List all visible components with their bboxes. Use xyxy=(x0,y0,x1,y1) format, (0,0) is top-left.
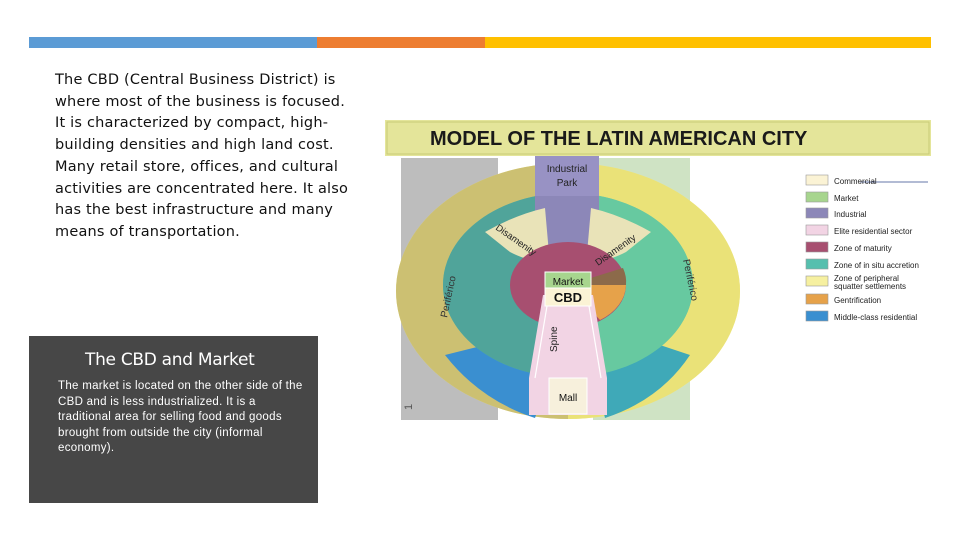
legend-swatch xyxy=(805,224,829,236)
title-banner xyxy=(385,120,931,156)
cbd-label: CBD xyxy=(554,290,582,305)
legend-label: Elite residential sector xyxy=(834,227,913,236)
legend-label: Zone of in situ accretion xyxy=(834,261,919,270)
legend-swatch xyxy=(805,174,829,186)
legend-swatch xyxy=(805,293,829,305)
industrial-park-label-2: Park xyxy=(557,178,579,189)
legend-swatch xyxy=(805,207,829,219)
mall-box xyxy=(548,377,588,415)
legend-label: Commercial xyxy=(834,177,877,186)
legend-swatch xyxy=(805,191,829,203)
legend-swatch xyxy=(805,310,829,322)
diagram-svg: MODEL OF THE LATIN AMERICAN CITY Industr… xyxy=(385,120,931,420)
mall-label: Mall xyxy=(559,393,577,404)
legend-label: Gentrification xyxy=(834,296,881,305)
industrial-park-box xyxy=(535,156,599,196)
industrial-park-label-1: Industrial xyxy=(547,164,588,175)
market-label: Market xyxy=(553,277,584,288)
legend-label: Middle-class residential xyxy=(834,313,917,322)
middle-class-right xyxy=(595,345,690,418)
latin-american-city-diagram: MODEL OF THE LATIN AMERICAN CITY Industr… xyxy=(385,120,931,425)
box-title: The CBD and Market xyxy=(85,350,255,370)
spine-edge-right xyxy=(587,299,602,379)
accent-bar-blue xyxy=(29,37,317,48)
legend-swatch xyxy=(805,275,829,287)
legend-swatch xyxy=(805,258,829,270)
cbd-box xyxy=(544,287,592,307)
legend-label: Industrial xyxy=(834,210,867,219)
spine-edge-left xyxy=(534,299,549,379)
legend-swatch xyxy=(805,241,829,253)
spine-label: Spine xyxy=(549,326,560,352)
legend-label: Market xyxy=(834,194,859,203)
legend-label: Zone of maturity xyxy=(834,244,892,253)
box-body: The market is located on the other side … xyxy=(58,380,303,454)
accent-bar-orange xyxy=(317,37,485,48)
cbd-description: The CBD (Central Business District) is w… xyxy=(55,72,349,240)
page-mark: 1 xyxy=(403,404,415,410)
middle-class-left xyxy=(445,345,550,418)
title-banner-border xyxy=(386,121,930,155)
market-info-box: The CBD and Market The market is located… xyxy=(29,336,318,503)
diagram-title: MODEL OF THE LATIN AMERICAN CITY xyxy=(430,128,808,150)
accent-bar-yellow xyxy=(485,37,931,48)
